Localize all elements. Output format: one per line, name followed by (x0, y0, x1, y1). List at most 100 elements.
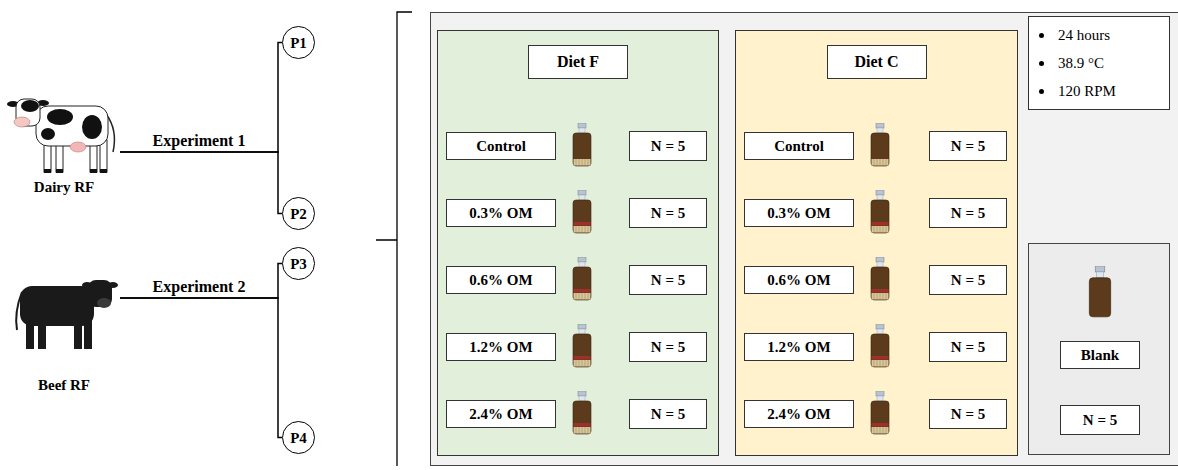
box-label: N = 5 (951, 204, 985, 222)
box-label: N = 5 (651, 137, 685, 155)
ellipse-part (14, 117, 30, 127)
use-part (871, 123, 889, 166)
treatment-box: N = 5 (929, 198, 1007, 228)
ellipse-part (41, 128, 55, 140)
treatment-box: N = 5 (629, 399, 707, 429)
rect-part (100, 169, 107, 173)
diet-heading: Diet C (827, 45, 927, 79)
box-label: N = 5 (951, 405, 985, 423)
ellipse-part (82, 115, 102, 139)
group-label: P3 (290, 255, 307, 273)
treatment-box: 2.4% OM (446, 400, 556, 428)
group-label: P4 (290, 429, 307, 447)
treatment-box: 2.4% OM (744, 400, 854, 428)
group-circle: P2 (282, 197, 315, 230)
use-part (573, 123, 591, 166)
condition-row: 120 RPM (1039, 82, 1161, 100)
ellipse-part (21, 100, 39, 112)
conditions-box: 24 hours 38.9 °C 120 RPM (1028, 16, 1170, 110)
use-part (573, 190, 591, 233)
treatment-box: Control (446, 132, 556, 160)
use-part (573, 257, 591, 300)
use-part (871, 391, 889, 434)
ellipse-part (70, 142, 86, 152)
box-label: 2.4% OM (767, 405, 830, 423)
treatment-box: N = 5 (629, 332, 707, 362)
box-label: 1.2% OM (767, 338, 830, 356)
group-label: P2 (290, 205, 307, 223)
experiment-connector (120, 298, 282, 438)
box-label: Control (476, 137, 526, 155)
condition-text: 120 RPM (1058, 82, 1116, 100)
treatment-box: 0.6% OM (446, 266, 556, 294)
box-label: N = 5 (951, 271, 985, 289)
use-part (573, 391, 591, 434)
box-label: Control (774, 137, 824, 155)
condition-row: 38.9 °C (1039, 54, 1161, 72)
use-part (871, 324, 889, 367)
bullet-dot (1039, 33, 1044, 38)
use-part (871, 257, 889, 300)
box-label: 1.2% OM (469, 338, 532, 356)
condition-row: 24 hours (1039, 26, 1161, 44)
bullet-dot (1039, 61, 1044, 66)
bullet-dot (1039, 89, 1044, 94)
treatment-box: N = 5 (629, 198, 707, 228)
dairy-cow-icon (7, 99, 114, 173)
rect-part (88, 280, 112, 307)
treatment-box: N = 5 (629, 265, 707, 295)
treatment-box: N = 5 (1060, 405, 1140, 435)
rumen-fluid-label: Beef RF (38, 376, 90, 394)
box-label: N = 5 (651, 271, 685, 289)
rect-part (90, 169, 97, 173)
treatment-box: 0.3% OM (744, 199, 854, 227)
box-label: 0.6% OM (767, 271, 830, 289)
ellipse-part (47, 109, 73, 125)
treatment-box: N = 5 (929, 131, 1007, 161)
experiment-label: Experiment 2 (153, 277, 246, 296)
box-label: Blank (1081, 346, 1119, 364)
beef-cow-icon (16, 280, 118, 349)
box-label: 0.3% OM (767, 204, 830, 222)
group-circle: P4 (282, 421, 315, 454)
box-label: N = 5 (951, 338, 985, 356)
treatment-box: 1.2% OM (744, 333, 854, 361)
rect-part (36, 106, 108, 146)
box-label: N = 5 (651, 338, 685, 356)
experiment-label: Experiment 1 (153, 131, 246, 150)
treatment-box: N = 5 (929, 399, 1007, 429)
box-label: 2.4% OM (469, 405, 532, 423)
box-label: 0.3% OM (469, 204, 532, 222)
group-bracket (376, 12, 412, 466)
treatment-box: N = 5 (629, 131, 707, 161)
group-label: P1 (290, 34, 307, 52)
box-label: 0.6% OM (469, 271, 532, 289)
box-label: N = 5 (951, 137, 985, 155)
condition-text: 24 hours (1058, 26, 1110, 44)
group-circle: P1 (282, 26, 315, 59)
experiment-connector (120, 43, 282, 153)
rect-part (44, 169, 51, 173)
treatment-box: 0.3% OM (446, 199, 556, 227)
diet-heading: Diet F (528, 45, 628, 79)
ellipse-part (97, 298, 111, 308)
rect-part (20, 286, 94, 326)
use-part (1089, 266, 1110, 317)
box-label: N = 5 (651, 405, 685, 423)
treatment-box: Blank (1060, 341, 1140, 369)
treatment-box: 1.2% OM (446, 333, 556, 361)
condition-text: 38.9 °C (1058, 54, 1104, 72)
rumen-fluid-label: Dairy RF (34, 178, 94, 196)
box-label: N = 5 (651, 204, 685, 222)
bottle-icons (573, 123, 1111, 434)
experiment-connector (120, 152, 282, 214)
use-part (573, 324, 591, 367)
group-circle: P3 (282, 247, 315, 280)
experiment-connector (120, 264, 282, 299)
treatment-box: N = 5 (929, 332, 1007, 362)
rect-part (56, 169, 63, 173)
box-label: N = 5 (1083, 411, 1117, 429)
use-part (871, 190, 889, 233)
